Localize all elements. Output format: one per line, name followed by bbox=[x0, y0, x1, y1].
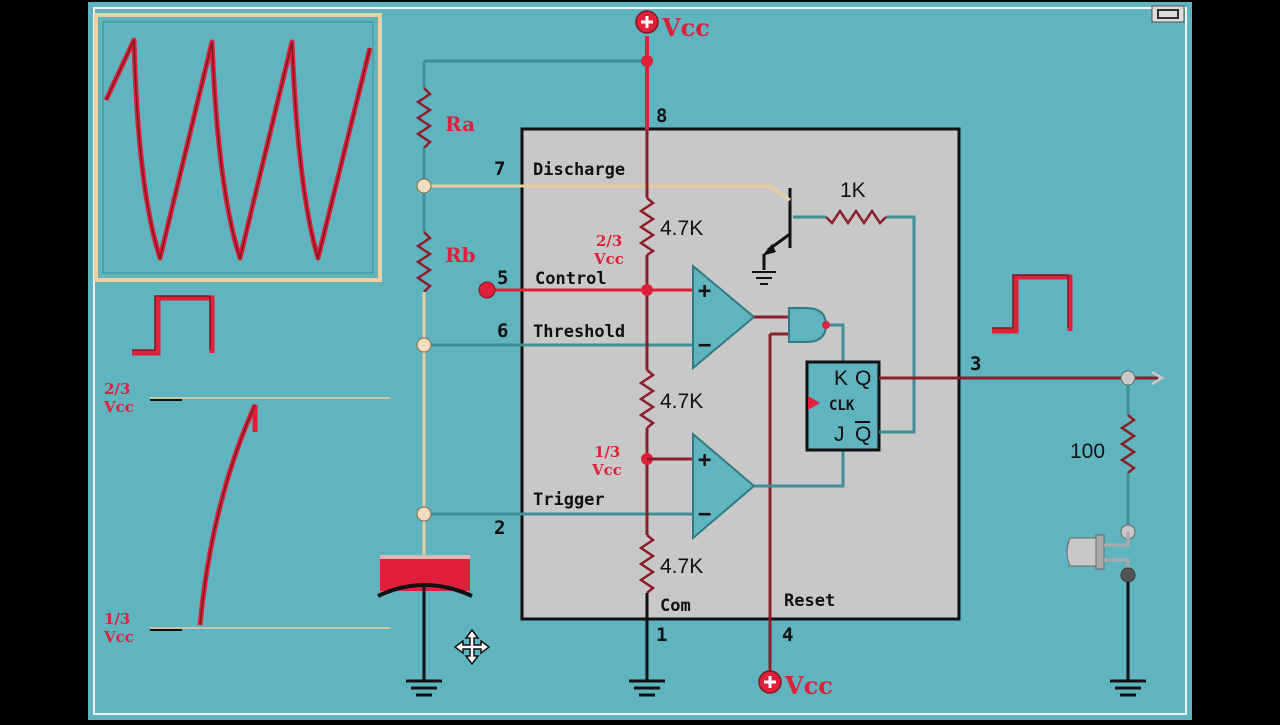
output-resistor-value: 100 bbox=[1070, 440, 1105, 463]
pin-3-number: 3 bbox=[970, 353, 981, 375]
ref-lower-unit: Vcc bbox=[591, 461, 622, 479]
comparator-plus-lower: + bbox=[698, 448, 711, 473]
control-pin-wire bbox=[478, 281, 693, 299]
ff-qbar-label: Q bbox=[855, 423, 871, 446]
graph-upper-fraction: 2/3 bbox=[104, 380, 130, 398]
resistor-100 bbox=[1119, 414, 1137, 474]
output-pin-wire bbox=[879, 370, 1165, 540]
pin-5-name: Control bbox=[535, 269, 607, 289]
divider-mid-value: 4.7K bbox=[660, 390, 703, 413]
panel-border bbox=[93, 7, 1187, 715]
move-cursor-icon bbox=[453, 628, 491, 666]
trigger-comparator: + − bbox=[692, 431, 756, 541]
pin-5-number: 5 bbox=[497, 267, 508, 289]
ra-label: Ra bbox=[445, 112, 475, 136]
timing-capacitor bbox=[377, 555, 473, 680]
pin-1-number: 1 bbox=[656, 624, 667, 646]
resistor-ra bbox=[415, 87, 433, 149]
rb-label: Rb bbox=[445, 243, 476, 267]
pin-1-name: Com bbox=[660, 596, 691, 616]
discharge-transistor-drive bbox=[793, 208, 916, 434]
resistor-1k bbox=[825, 208, 887, 226]
threshold-comparator: + − bbox=[692, 263, 756, 371]
pin-7-number: 7 bbox=[494, 158, 505, 180]
vcc-top-terminal: Vcc bbox=[424, 10, 710, 130]
ref-lower-fraction: 1/3 bbox=[594, 443, 620, 461]
ff-clk-label: CLK bbox=[829, 398, 855, 414]
pin-6-name: Threshold bbox=[533, 322, 625, 342]
pulse-shape-icon bbox=[132, 295, 215, 356]
graph-upper-unit: Vcc bbox=[103, 398, 134, 416]
reset-gate bbox=[754, 307, 845, 362]
output-pulse-icon bbox=[992, 274, 1073, 334]
vcc-bottom-label: Vcc bbox=[784, 671, 833, 700]
ff-q-label: Q bbox=[855, 367, 871, 390]
pin-2-name: Trigger bbox=[533, 490, 605, 510]
pin-2-number: 2 bbox=[494, 517, 505, 539]
pin-4-number: 4 bbox=[782, 624, 793, 646]
pin-8-number: 8 bbox=[656, 105, 667, 127]
ff-j-label: J bbox=[834, 423, 845, 446]
pin-4-name: Reset bbox=[784, 591, 835, 611]
jk-flip-flop: K Q CLK J Q bbox=[754, 360, 881, 488]
discharge-transistor bbox=[752, 184, 792, 285]
comparator-minus-upper: − bbox=[698, 333, 711, 358]
ground-icon-output bbox=[1110, 679, 1146, 697]
pin-6-number: 6 bbox=[497, 320, 508, 342]
ic-555-body bbox=[520, 127, 961, 621]
ref-upper-fraction: 2/3 bbox=[596, 232, 622, 250]
comparator-minus-lower: − bbox=[698, 502, 711, 527]
resistor-rb bbox=[415, 231, 433, 293]
base-resistor-value: 1K bbox=[840, 179, 866, 202]
ref-upper-unit: Vcc bbox=[593, 250, 624, 268]
vcc-top-label: Vcc bbox=[661, 13, 710, 42]
capacitor-voltage-graph: 2/3 Vcc 1/3 Vcc bbox=[103, 380, 390, 646]
comparator-plus-upper: + bbox=[698, 279, 711, 304]
reset-pin-wire: Vcc bbox=[758, 334, 833, 700]
graph-lower-fraction: 1/3 bbox=[104, 610, 130, 628]
ff-k-label: K bbox=[834, 367, 848, 390]
pin-7-name: Discharge bbox=[533, 160, 625, 180]
restore-window-icon[interactable] bbox=[1151, 5, 1185, 23]
led-icon bbox=[1066, 532, 1136, 680]
divider-bottom-value: 4.7K bbox=[660, 555, 703, 578]
oscilloscope-display bbox=[94, 13, 382, 282]
internal-voltage-divider bbox=[638, 130, 693, 680]
ground-icon-com bbox=[629, 679, 665, 697]
graph-lower-unit: Vcc bbox=[103, 628, 134, 646]
ground-icon-capacitor bbox=[406, 679, 442, 697]
divider-top-value: 4.7K bbox=[660, 217, 703, 240]
